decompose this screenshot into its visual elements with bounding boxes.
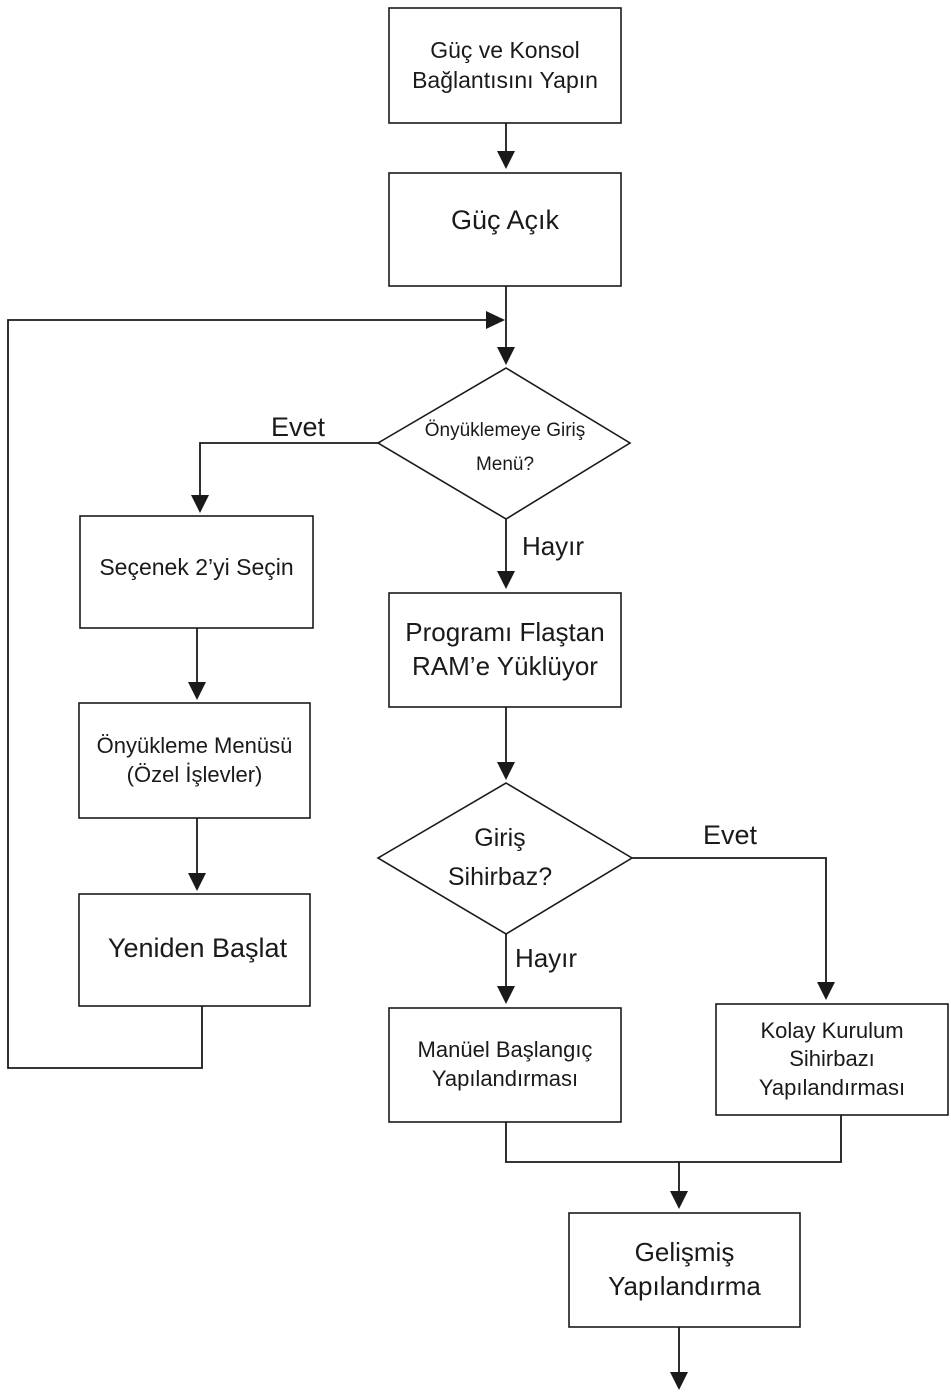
advanced-config-label: Gelişmiş Yapılandırma [608, 1237, 761, 1301]
easy-setup-box [715, 1003, 949, 1116]
power-on-box [388, 172, 622, 287]
restart-label: Yeniden Başlat [107, 933, 288, 964]
restart-box [78, 893, 311, 1007]
connect-label: Güç ve Konsol Bağlantısını Yapın [412, 36, 598, 93]
option2-box [79, 515, 314, 629]
power-on-label: Güç Açık [450, 205, 560, 236]
connector-restart-loop [7, 319, 488, 1069]
arrowhead [497, 347, 515, 365]
arrowhead [497, 986, 515, 1004]
advanced-config-box [568, 1212, 801, 1328]
arrowhead [188, 682, 206, 700]
arrowhead [188, 873, 206, 891]
boot-yes-label: Evet [270, 412, 326, 443]
connector-merge [505, 1115, 842, 1163]
connector-boot-yes [199, 442, 378, 496]
arrowhead [486, 311, 505, 329]
connect-box [388, 7, 622, 124]
boot-menu-question-label: Önyüklemeye Giriş Menü? [424, 419, 586, 475]
manual-config-box [388, 1007, 622, 1123]
arrowhead [670, 1191, 688, 1209]
load-program-box [388, 592, 622, 708]
connector-wizard-yes [632, 857, 827, 983]
manual-config-label: Manüel Başlangıç Yapılandırması [417, 1037, 593, 1091]
arrowhead [497, 762, 515, 780]
wizard-yes-label: Evet [702, 820, 758, 851]
arrowhead [497, 151, 515, 169]
option2-label: Seçenek 2’yi Seçin [99, 554, 294, 581]
arrowhead [191, 495, 209, 513]
wizard-question-label: Giriş Sihirbaz? [447, 824, 553, 891]
boot-menu-label: Önyükleme Menüsü (Özel İşlevler) [96, 732, 293, 787]
arrowhead [670, 1372, 688, 1390]
boot-no-label: Hayır [521, 531, 585, 562]
arrowhead [817, 982, 835, 1000]
arrowhead [497, 571, 515, 589]
load-program-label: Programı Flaştan RAM’e Yüklüyor [405, 617, 605, 681]
wizard-no-label: Hayır [514, 943, 578, 974]
easy-setup-label: Kolay Kurulum Sihirbazı Yapılandırması [758, 1017, 906, 1100]
boot-menu-box [78, 702, 311, 819]
